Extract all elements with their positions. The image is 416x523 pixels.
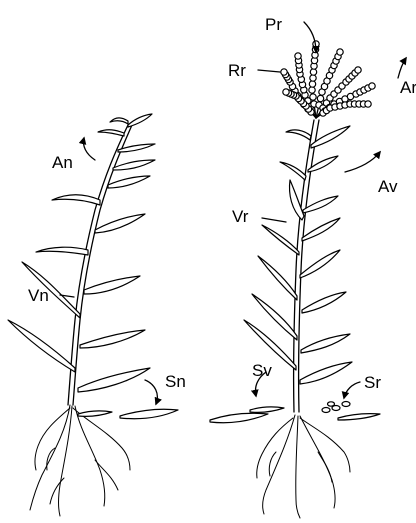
- label-sr: Sr: [364, 373, 381, 392]
- left-plant-roots: [30, 405, 130, 516]
- right-vr-pointer: [262, 218, 286, 222]
- inflorescence-coil: [283, 89, 289, 95]
- left-plant: An Vn Sn: [8, 114, 186, 516]
- left-plant-leaves: [8, 114, 178, 419]
- inflorescence-coil: [355, 67, 361, 73]
- label-an: An: [52, 153, 73, 172]
- right-av-arrow: [345, 152, 380, 172]
- inflorescence-coil: [317, 95, 323, 101]
- right-plant-inflorescence: [281, 41, 375, 118]
- label-rr: Rr: [228, 61, 246, 80]
- right-sr-arrow: [344, 382, 360, 398]
- inflorescence-coil: [365, 101, 371, 107]
- label-sn: Sn: [165, 372, 186, 391]
- label-sv: Sv: [252, 361, 272, 380]
- label-vr: Vr: [232, 207, 249, 226]
- inflorescence-coil: [295, 53, 301, 59]
- inflorescence-coil: [337, 49, 343, 55]
- left-an-arrow: [83, 138, 95, 160]
- label-vn: Vn: [28, 286, 49, 305]
- inflorescence-coil: [369, 83, 375, 89]
- inflorescence-coil: [281, 69, 287, 75]
- inflorescence-coil: [310, 94, 316, 100]
- right-plant: Pr Rr Ar Av Vr Sv Sr: [210, 15, 416, 518]
- right-plant-leaves: [210, 126, 380, 423]
- label-ar: Ar: [400, 78, 416, 97]
- right-ar-arrow: [398, 58, 406, 78]
- left-sn-arrow: [145, 380, 157, 404]
- right-rr-pointer: [258, 70, 280, 72]
- right-plant-roots: [257, 415, 350, 518]
- label-av: Av: [378, 177, 398, 196]
- right-plant-seeds: [322, 402, 350, 413]
- label-pr: Pr: [265, 15, 282, 34]
